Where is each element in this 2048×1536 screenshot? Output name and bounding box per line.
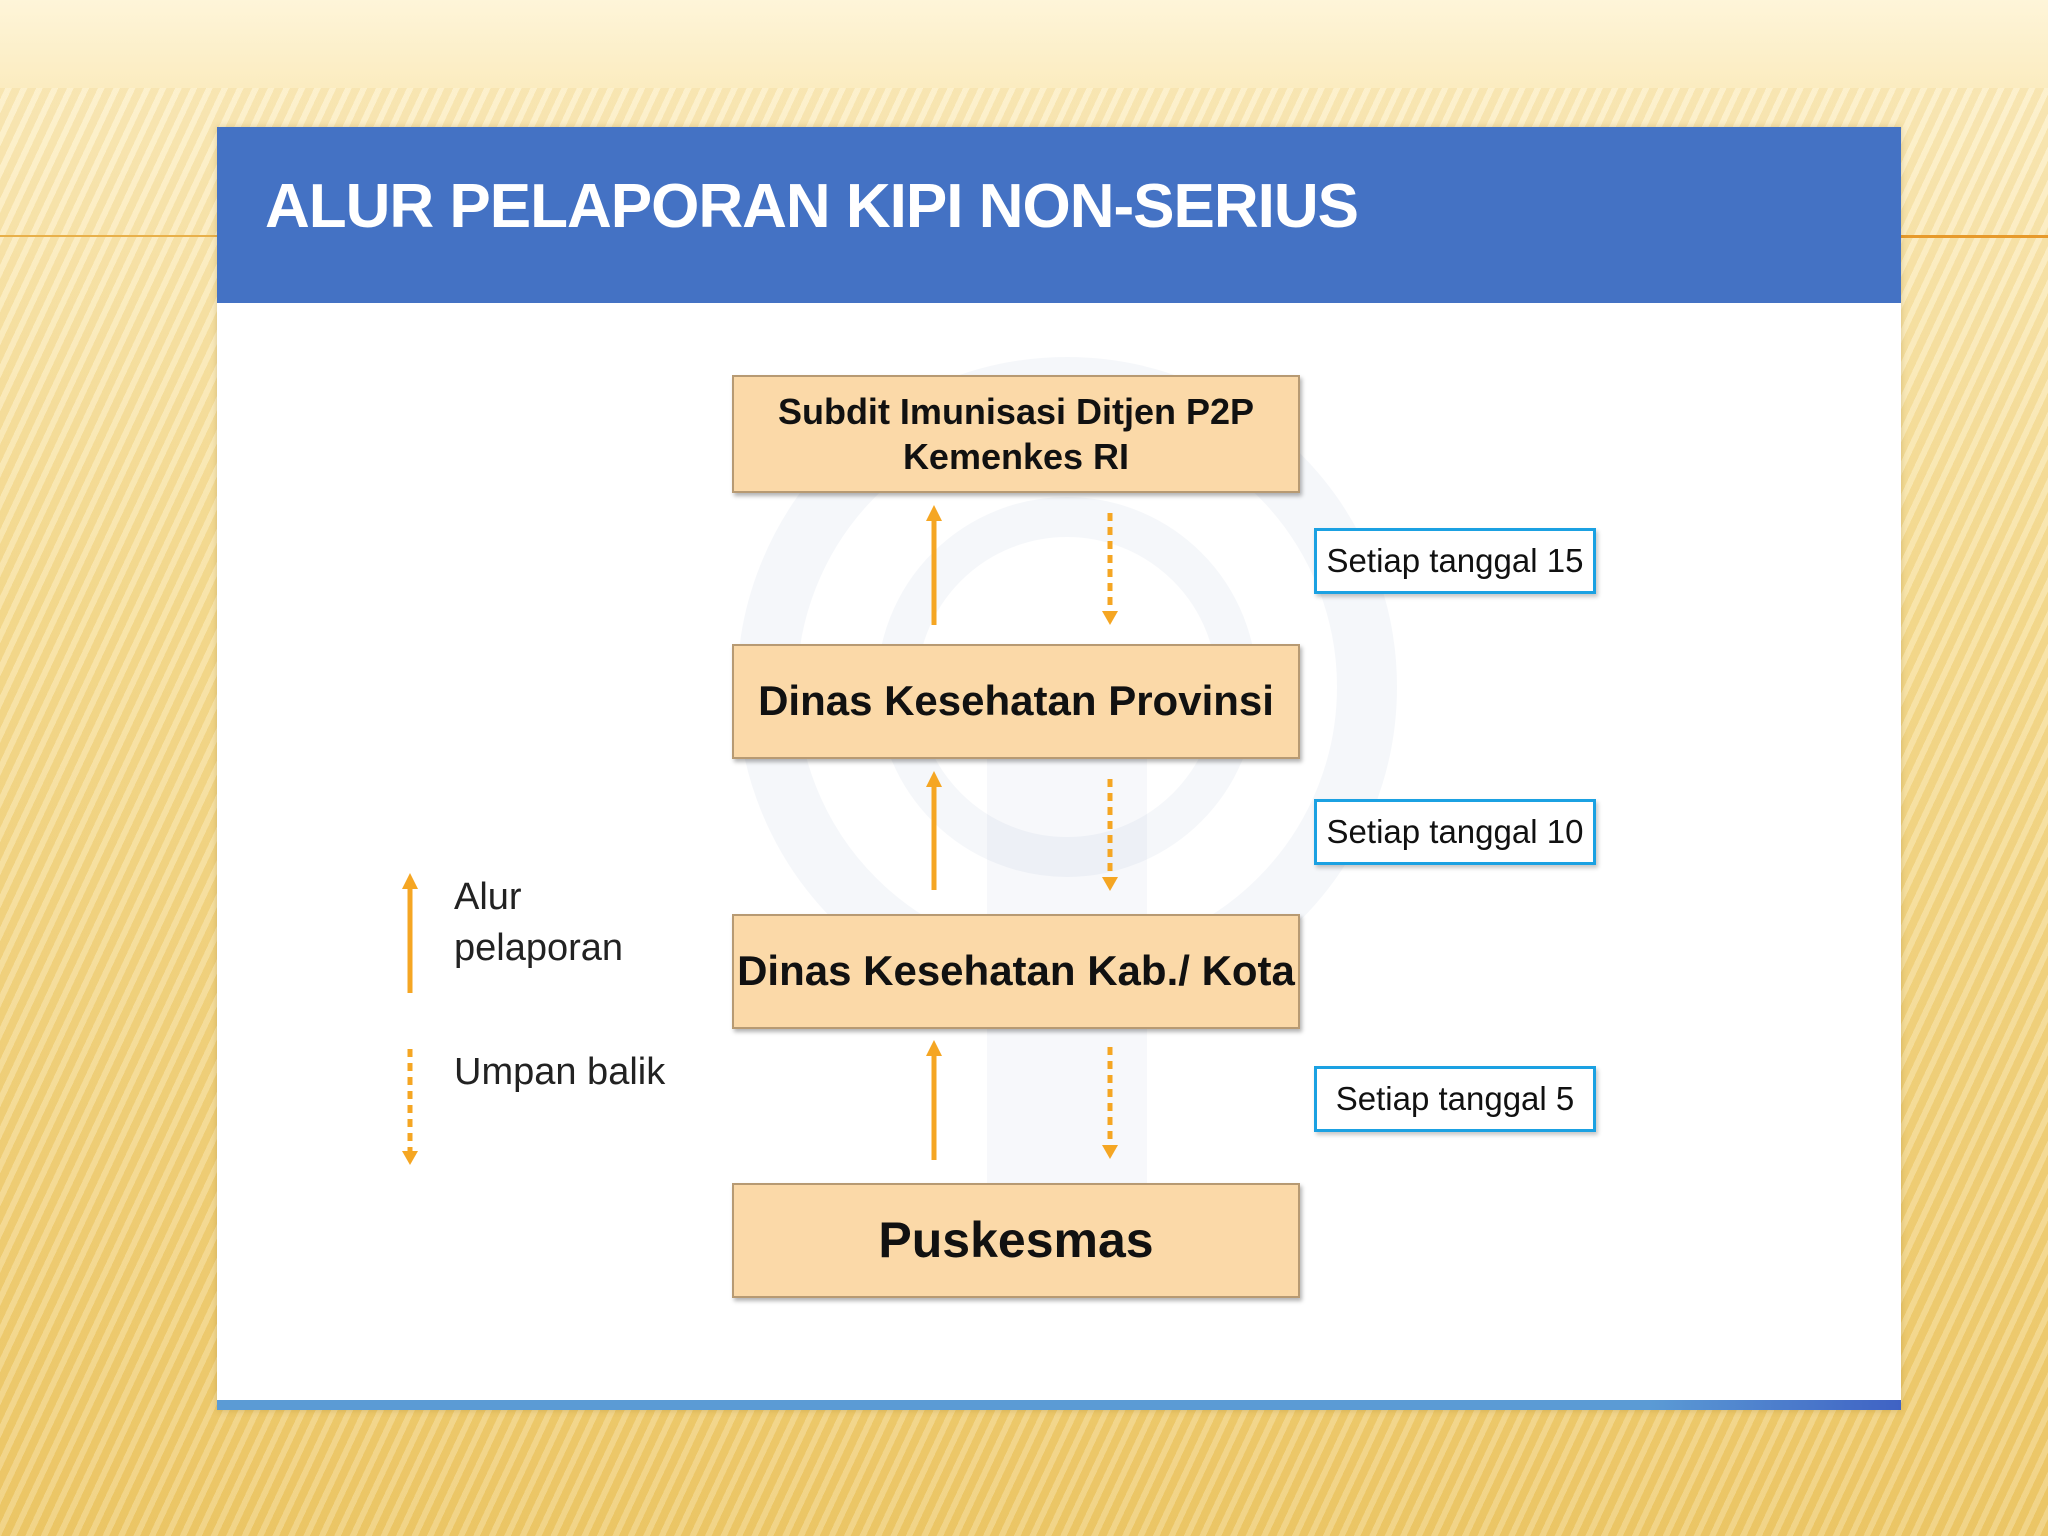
legend-feedback-label: Umpan balik — [454, 1051, 666, 1093]
node-puskesmas-label: Puskesmas — [878, 1212, 1154, 1269]
legend-report-arrow — [402, 873, 418, 993]
top-band — [0, 0, 2048, 88]
legend-reporting-label: Alur pelaporan — [454, 872, 654, 975]
schedule-box-15: Setiap tanggal 15 — [1314, 528, 1596, 594]
decorative-line-right — [1900, 235, 2048, 238]
node-puskesmas: Puskesmas — [732, 1183, 1300, 1298]
slide-content: ALUR PELAPORAN KIPI NON-SERIUS Subdit Im… — [217, 127, 1901, 1410]
slide-title: ALUR PELAPORAN KIPI NON-SERIUS — [265, 172, 1359, 241]
schedule-label-15: Setiap tanggal 15 — [1326, 542, 1584, 579]
node-dinas-provinsi: Dinas Kesehatan Provinsi — [732, 644, 1300, 759]
node-dinas-kab-kota: Dinas Kesehatan Kab./ Kota — [732, 914, 1300, 1029]
slide-header: ALUR PELAPORAN KIPI NON-SERIUS — [217, 127, 1901, 303]
legend-reporting-line2: pelaporan — [454, 927, 624, 970]
legend-feedback-arrow — [402, 1049, 418, 1165]
node-dinas-provinsi-label: Dinas Kesehatan Provinsi — [758, 677, 1274, 725]
legend-reporting-line1: Alur — [454, 876, 522, 918]
slide-footer-bar — [217, 1400, 1901, 1410]
node-subdit-imunisasi: Subdit Imunisasi Ditjen P2P Kemenkes RI — [732, 375, 1300, 493]
schedule-box-10: Setiap tanggal 10 — [1314, 799, 1596, 865]
node-subdit-line1: Subdit Imunisasi Ditjen P2P — [777, 391, 1255, 432]
node-dinas-kab-kota-label: Dinas Kesehatan Kab./ Kota — [737, 947, 1295, 995]
decorative-line-left — [0, 235, 218, 237]
node-subdit-line2: Kemenkes RI — [902, 436, 1130, 477]
schedule-label-5: Setiap tanggal 5 — [1335, 1080, 1575, 1117]
schedule-label-10: Setiap tanggal 10 — [1326, 813, 1584, 850]
schedule-box-5: Setiap tanggal 5 — [1314, 1066, 1596, 1132]
